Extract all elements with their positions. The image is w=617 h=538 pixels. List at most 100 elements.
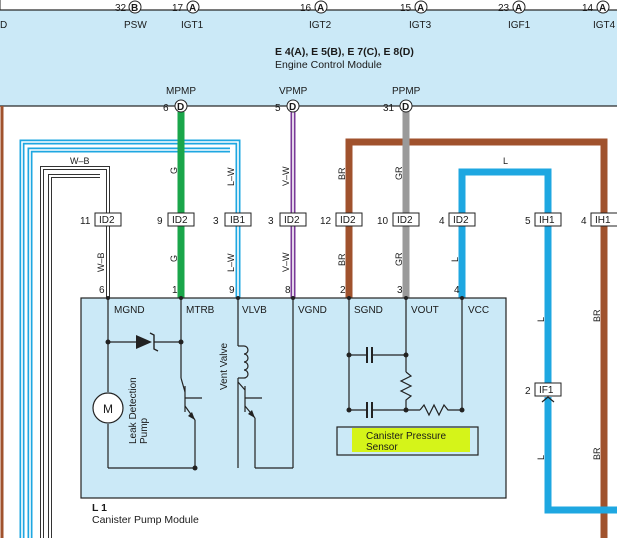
ecm-top-pin-conn: A (317, 3, 324, 14)
junction-label: ID2 (172, 215, 188, 226)
ecm-pin-conn: D (177, 102, 184, 113)
ecm-bottom-pins: 6 D 5 D 31 D (163, 99, 413, 114)
svg-text:3: 3 (397, 285, 403, 296)
ecm-top-pin-name: IGT2 (309, 20, 332, 31)
wires (19, 112, 617, 538)
ecm-top-pin-conn: A (417, 3, 424, 14)
pin-vout: VOUT (411, 305, 439, 316)
ecm-pin-name-vpmp: VPMP (279, 86, 308, 97)
junction-label: ID2 (397, 215, 413, 226)
wire-code-vw-top: V–W (281, 166, 291, 186)
wire-code-wb: W–B (96, 252, 106, 272)
transistor-arrow-icon (248, 410, 255, 418)
wire-code-l-top: L (503, 156, 508, 166)
junction-label: IH1 (539, 215, 555, 226)
transistor-arrow-icon (188, 412, 195, 420)
wire-code-wb-top: W–B (70, 156, 90, 166)
valve-label: Vent Valve (219, 342, 230, 390)
svg-text:4: 4 (454, 285, 460, 296)
ecm-title: E 4(A), E 5(B), E 7(C), E 8(D) (275, 46, 414, 58)
junction-num: 9 (157, 216, 163, 227)
junction-label: ID2 (99, 215, 115, 226)
wire-code-l-right: L (536, 317, 546, 322)
ecm-pin-name-ppmp: PPMP (392, 86, 421, 97)
ecm-pin-num: 6 (163, 103, 169, 114)
wire-code-gr-top: GR (394, 166, 404, 180)
wire-code-l-bottom: L (536, 455, 546, 460)
ecm-top-pin-name: PSW (124, 20, 147, 31)
sensor-label-1: Canister Pressure (366, 431, 446, 442)
pin-mgnd: MGND (114, 305, 145, 316)
motor-symbol: M (103, 402, 113, 416)
ecm-top-pin-name: IGF1 (508, 20, 531, 31)
ecm-box (0, 9, 617, 107)
ecm-top-pin-conn: A (515, 3, 522, 14)
if1-label: IF1 (539, 385, 554, 396)
wire-blue-vcc (458, 168, 552, 214)
module-name: Canister Pump Module (92, 514, 199, 526)
pin-vcc: VCC (468, 305, 489, 316)
wire-code-g-top: G (169, 167, 179, 174)
motor-icon: M (92, 392, 124, 424)
if1-num: 2 (525, 386, 531, 397)
ecm-top-pin-num: 23 (498, 3, 510, 14)
ecm-pin-name-mpmp: MPMP (166, 86, 196, 97)
pump-label-1: Leak Detection (128, 377, 139, 444)
ecm-top-pin-conn: A (189, 3, 196, 14)
wire-code-br-right: BR (592, 309, 602, 322)
junction-label: IB1 (230, 215, 245, 226)
ecm-top-pin-conn: A (599, 3, 606, 14)
junction-label: ID2 (340, 215, 356, 226)
junction-num: 4 (439, 216, 445, 227)
wire-code-br-top: BR (337, 167, 347, 180)
ecm-pin-conn: D (402, 102, 409, 113)
ecm-top-pin-num: 32 (115, 3, 127, 14)
wire-code-br: BR (337, 253, 347, 266)
wire-brown (345, 138, 608, 214)
ecm-top-pin-name: IGT4 (593, 20, 616, 31)
module-pin-names: MGND MTRB VLVB VGND SGND VOUT VCC (114, 305, 489, 316)
junction-num: 4 (581, 216, 587, 227)
junction-dots (105, 339, 465, 471)
sensor-highlight (352, 428, 470, 452)
junction-num: 11 (80, 216, 91, 227)
ecm-pin-num: 31 (383, 103, 395, 114)
junction-num: 12 (320, 216, 332, 227)
if1-connector: 2 IF1 (525, 382, 562, 403)
pump-label-2: Pump (139, 417, 150, 444)
junction-connectors: 11 ID2 9 ID2 3 IB1 3 ID2 12 ID2 10 ID2 4… (80, 212, 617, 227)
svg-text:6: 6 (99, 285, 105, 296)
junction-num: 10 (377, 216, 389, 227)
wire-code-gr: GR (394, 252, 404, 266)
ecm-top-pin-num: 16 (300, 3, 312, 14)
ecm-top-pin-name: D (0, 20, 7, 31)
sensor-label-2: Sensor (366, 442, 398, 453)
svg-text:1: 1 (172, 285, 178, 296)
ecm-subtitle: Engine Control Module (275, 59, 382, 71)
wire-code-lw: L–W (226, 253, 236, 272)
ecm-top-pins: D 32 B PSW 17 A IGT1 16 A IGT2 15 A IGT3… (0, 0, 616, 31)
module-internals (107, 298, 463, 469)
svg-text:2: 2 (340, 285, 346, 296)
svg-text:8: 8 (285, 285, 291, 296)
wire-code-lw-top: L–W (226, 167, 236, 186)
ecm-top-pin-num: 15 (400, 3, 412, 14)
ecm-top-pin-num: 14 (582, 3, 594, 14)
ecm-top-pin-num: 17 (172, 3, 184, 14)
pin-vgnd: VGND (298, 305, 327, 316)
junction-label: ID2 (453, 215, 469, 226)
wire-code-vw: V–W (281, 252, 291, 272)
wire-codes: W–B W–B G G L–W L–W V–W V–W BR BR GR GR … (70, 156, 602, 460)
pin-mtrb: MTRB (186, 305, 215, 316)
wire-code-l: L (450, 257, 460, 262)
capacitors (366, 347, 373, 418)
ecm-top-pin-name: IGT1 (181, 20, 204, 31)
ecm-top-pin-name: IGT3 (409, 20, 432, 31)
module-pin-dots (106, 296, 464, 300)
junction-label: IH1 (595, 215, 611, 226)
pin-vlvb: VLVB (242, 305, 267, 316)
junction-num: 5 (525, 216, 531, 227)
junction-label: ID2 (284, 215, 300, 226)
module-pin-numbers: 6 1 9 8 2 3 4 (99, 285, 460, 296)
